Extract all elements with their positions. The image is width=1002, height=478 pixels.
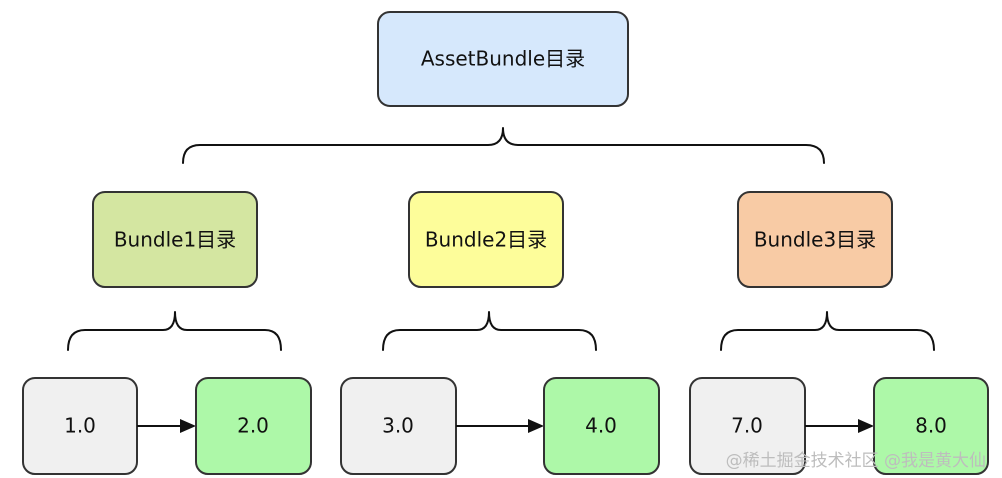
watermark-text: @稀土掘金技术社区 @我是黄大仙 <box>725 451 986 471</box>
upgrade-arrow-2-head <box>528 419 544 433</box>
version-node-3-0-label: 3.0 <box>382 414 414 438</box>
root-node-box <box>377 11 629 107</box>
bundle-node-1-box <box>92 191 258 288</box>
root-node-label: AssetBundle目录 <box>421 47 585 71</box>
upgrade-arrow-1-head <box>180 419 196 433</box>
version-node-2-0-box <box>195 377 312 475</box>
version-node-4-0-box <box>543 377 660 475</box>
root-node: AssetBundle目录 <box>377 11 629 107</box>
bundle-node-2: Bundle2目录 <box>408 191 564 288</box>
version-node-7-0-label: 7.0 <box>731 414 763 438</box>
bundle-node-3-label: Bundle3目录 <box>754 228 876 252</box>
bundle-node-1: Bundle1目录 <box>92 191 258 288</box>
bundle-node-3: Bundle3目录 <box>737 191 893 288</box>
bundle-node-1-label: Bundle1目录 <box>114 228 236 252</box>
version-node-4-0-label: 4.0 <box>585 414 617 438</box>
bundle-node-2-label: Bundle2目录 <box>425 228 547 252</box>
version-node-4-0: 4.0 <box>543 377 660 475</box>
version-node-7-0: 7.0 <box>689 377 806 475</box>
bundle-3-brace <box>720 311 935 351</box>
version-node-8-0-label: 8.0 <box>915 414 947 438</box>
bundle-1-brace <box>67 311 282 351</box>
root-brace <box>182 127 825 164</box>
version-node-8-0: 8.0 <box>873 377 989 475</box>
version-node-2-0-label: 2.0 <box>237 414 269 438</box>
bundle-node-3-box <box>737 191 893 288</box>
upgrade-arrow-3-head <box>858 419 874 433</box>
version-node-3-0: 3.0 <box>340 377 457 475</box>
bundle-node-2-box <box>408 191 564 288</box>
bundle-2-brace <box>382 311 597 351</box>
version-node-1-0-label: 1.0 <box>64 414 96 438</box>
version-node-8-0-box <box>873 377 989 475</box>
version-node-1-0: 1.0 <box>22 377 138 475</box>
version-node-2-0: 2.0 <box>195 377 312 475</box>
